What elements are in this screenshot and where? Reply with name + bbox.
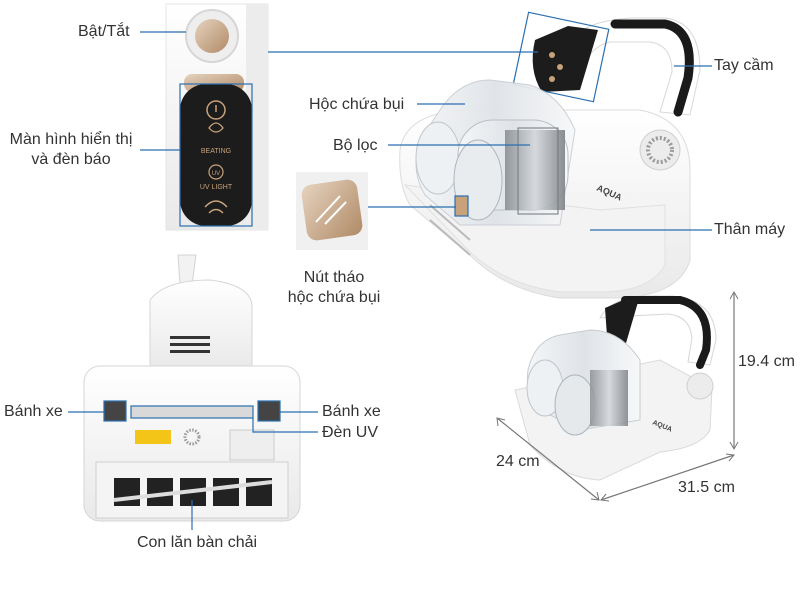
dimension-width: 31.5 cm [678,479,735,496]
label-dust-box: Hộc chứa bụi [309,96,405,113]
label-wheel-left: Bánh xe [4,403,63,420]
uv-rays-icon [204,200,228,208]
underside-view [83,254,301,522]
dimension-depth: 24 cm [496,453,540,470]
label-brush-roller: Con lăn bàn chải [136,534,258,551]
label-release: Nút tháo hộc chứa bụi [268,268,400,308]
label-wheel-right: Bánh xe [322,403,381,420]
label-filter: Bộ lọc [333,137,378,154]
wheel-right [258,401,280,421]
beating-icon [208,122,224,133]
wheel-left [104,401,126,421]
main-vent [639,129,681,171]
dimension-view: AQUA [496,290,739,502]
label-power: Bật/Tắt [78,23,130,40]
uv-lamp-strip [130,405,254,419]
brush-roller [113,478,273,506]
label-release-line1: Nút tháo [303,269,365,286]
main-control-panel [532,26,598,92]
uv-badge-icon [208,164,224,180]
label-display-line2: và đèn báo [31,151,111,168]
control-panel [180,84,252,226]
main-handle-grip [610,19,694,117]
label-release-line2: hộc chứa bụi [287,289,381,306]
label-handle: Tay cầm [714,57,774,74]
leader-lines [68,31,712,530]
main-release-button [455,196,468,216]
label-display-line1: Màn hình hiển thị [9,131,133,148]
label-body: Thân máy [714,221,786,238]
main-vacuum: AQUA [399,11,701,299]
release-button-closeup [296,172,368,250]
handle-closeup: BEATING UV UV LIGHT [165,3,269,231]
dimension-height: 19.4 cm [738,353,795,370]
beating-text: BEATING [201,148,231,155]
power-icon [206,100,226,120]
label-uv-lamp: Đèn UV [322,424,379,441]
power-button [195,19,229,53]
main-filter [505,130,565,210]
uv-badge-text: UV [212,171,220,177]
label-display: Màn hình hiển thị và đèn báo [2,130,140,170]
warning-sticker [135,430,171,444]
uv-light-text: UV LIGHT [200,184,233,191]
